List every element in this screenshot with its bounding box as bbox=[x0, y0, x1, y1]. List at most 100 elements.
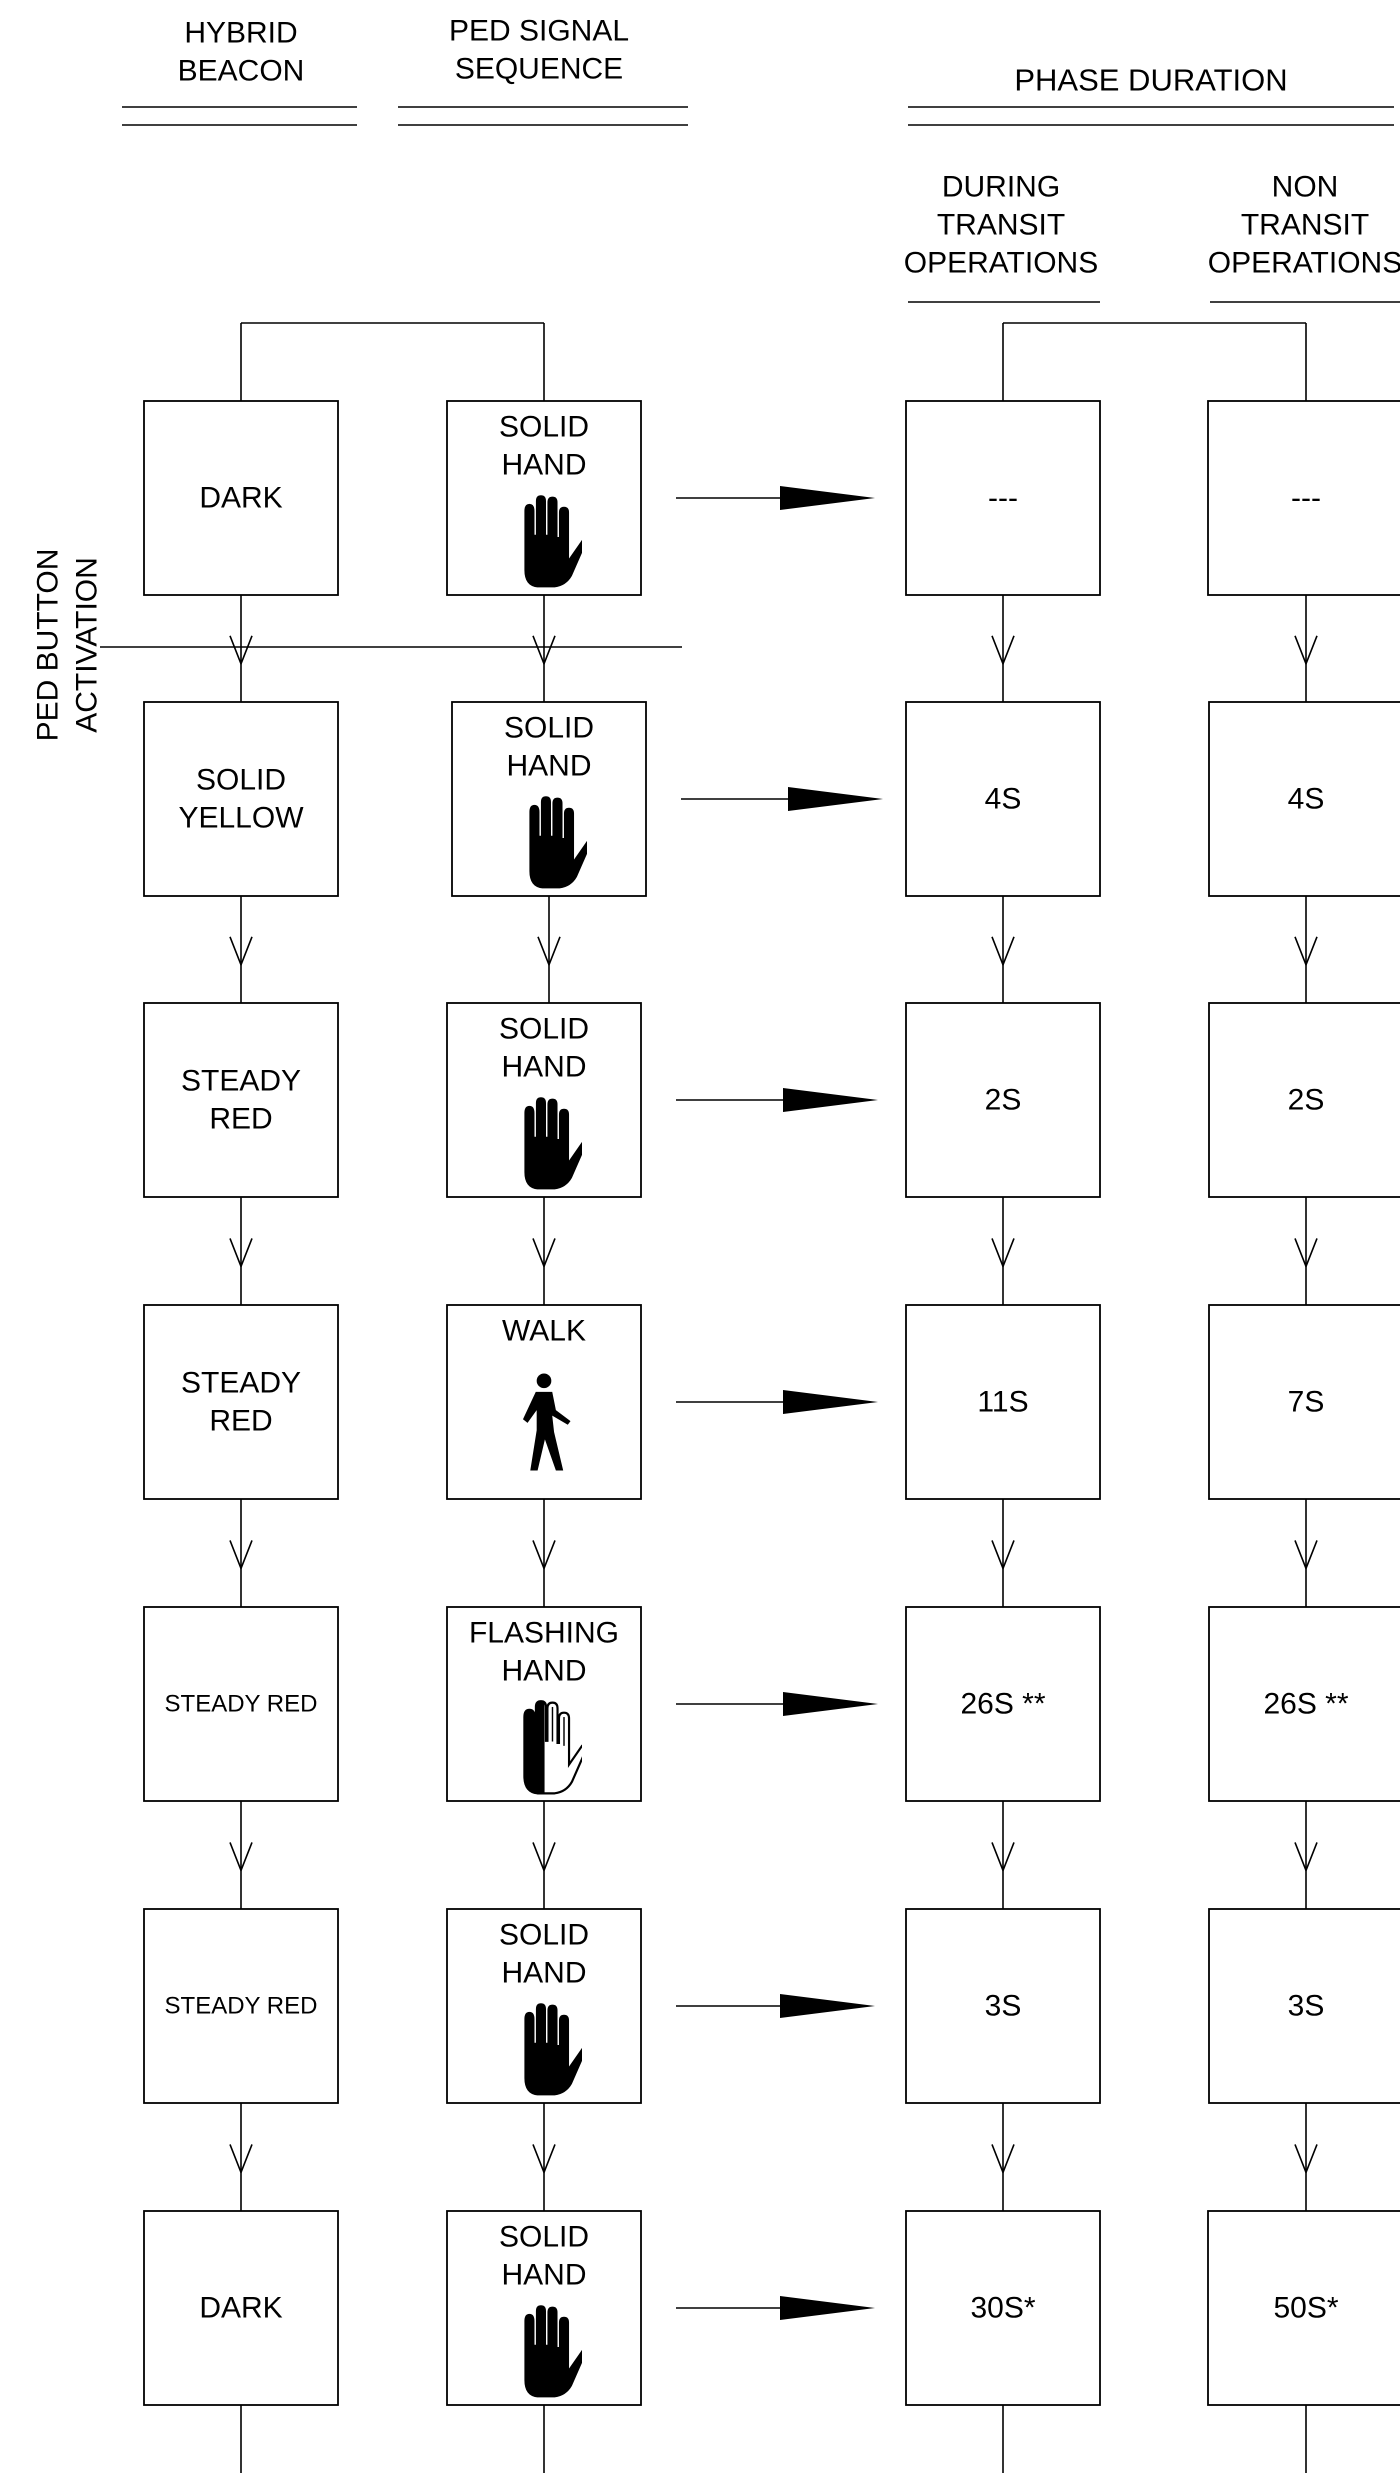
flow-arrow bbox=[991, 1540, 1015, 1571]
flow-arrow bbox=[229, 1238, 253, 1269]
flow-arrow bbox=[1294, 2144, 1318, 2175]
header-during-transit: DURING bbox=[942, 171, 1060, 204]
beacon-state-box bbox=[143, 1002, 339, 1198]
transit-duration-box bbox=[905, 2210, 1101, 2406]
beacon-state-box bbox=[143, 701, 339, 897]
flow-arrow bbox=[532, 635, 556, 667]
transit-duration-box bbox=[905, 701, 1101, 897]
flow-arrow bbox=[1294, 936, 1318, 968]
beacon-state-label: STEADY RED bbox=[165, 1993, 318, 2020]
ped-signal-label: WALK bbox=[502, 1315, 586, 1348]
phase-arrow bbox=[788, 787, 883, 811]
header-hybrid-beacon: HYBRID bbox=[184, 17, 297, 50]
transit-duration-box bbox=[905, 1002, 1101, 1198]
flow-arrow bbox=[229, 635, 253, 667]
flow-arrow bbox=[1294, 1540, 1318, 1571]
signal-boxes bbox=[143, 400, 1400, 2406]
non-transit-duration-value: 50S* bbox=[1273, 2292, 1338, 2325]
beacon-state-label: STEADY bbox=[181, 1367, 301, 1400]
non-transit-duration-value: 2S bbox=[1288, 1084, 1325, 1117]
non-transit-duration-value: 3S bbox=[1288, 1990, 1325, 2023]
ped-signal-label: SOLID bbox=[499, 2221, 589, 2254]
beacon-state-box bbox=[143, 1908, 339, 2104]
non-transit-duration-value: 26S ** bbox=[1263, 1688, 1348, 1721]
transit-duration-value: 4S bbox=[985, 783, 1022, 816]
header-during-transit: TRANSIT bbox=[937, 209, 1065, 242]
non-transit-duration-box bbox=[1208, 1304, 1400, 1500]
phase-arrow bbox=[783, 1390, 878, 1414]
beacon-state-box bbox=[143, 2210, 339, 2406]
header-during-transit: OPERATIONS bbox=[904, 247, 1098, 280]
beacon-state-label: YELLOW bbox=[178, 802, 304, 835]
non-transit-duration-box bbox=[1207, 400, 1400, 596]
non-transit-duration-box bbox=[1208, 1002, 1400, 1198]
header-ped-signal-sequence: PED SIGNAL bbox=[449, 15, 629, 48]
flow-arrow bbox=[991, 1238, 1015, 1269]
flow-arrow bbox=[229, 936, 253, 968]
non-transit-duration-value: 7S bbox=[1288, 1386, 1325, 1419]
beacon-state-box bbox=[143, 400, 339, 596]
flow-arrow bbox=[532, 1540, 556, 1571]
beacon-state-label: SOLID bbox=[196, 764, 286, 797]
ped-signal-label: SOLID bbox=[499, 1013, 589, 1046]
non-transit-duration-value: 4S bbox=[1288, 783, 1325, 816]
transit-duration-box bbox=[905, 1304, 1101, 1500]
transit-duration-value: --- bbox=[988, 482, 1018, 515]
beacon-state-label: STEADY bbox=[181, 1065, 301, 1098]
transit-duration-box bbox=[905, 1908, 1101, 2104]
phase-arrow bbox=[783, 1088, 878, 1112]
ped-signal-label: SOLID bbox=[504, 712, 594, 745]
transit-duration-box bbox=[905, 400, 1101, 596]
non-transit-duration-box bbox=[1207, 2210, 1400, 2406]
transit-duration-value: 2S bbox=[985, 1084, 1022, 1117]
ped-signal-label: HAND bbox=[501, 1957, 586, 1990]
beacon-state-box bbox=[143, 1606, 339, 1802]
transit-duration-box bbox=[905, 1606, 1101, 1802]
beacon-state-label: RED bbox=[209, 1103, 272, 1136]
transit-duration-value: 30S* bbox=[970, 2292, 1035, 2325]
ped-signal-label: HAND bbox=[501, 1051, 586, 1084]
phase-arrow bbox=[780, 2296, 875, 2320]
beacon-state-label: STEADY RED bbox=[165, 1691, 318, 1718]
flow-arrow bbox=[991, 1842, 1015, 1873]
flow-arrow bbox=[532, 1238, 556, 1269]
ped-signal-label: HAND bbox=[501, 1655, 586, 1688]
header-hybrid-beacon: BEACON bbox=[178, 55, 305, 88]
flow-arrow bbox=[1294, 1238, 1318, 1269]
transit-duration-value: 11S bbox=[977, 1386, 1028, 1419]
flow-arrow bbox=[537, 936, 561, 968]
beacon-state-box bbox=[143, 1304, 339, 1500]
header-non-transit: OPERATIONS bbox=[1208, 247, 1400, 280]
non-transit-duration-box bbox=[1208, 1606, 1400, 1802]
flow-arrow bbox=[532, 1842, 556, 1873]
connector-lines bbox=[100, 106, 1400, 2473]
ped-button-activation-label: PED BUTTON bbox=[32, 549, 65, 742]
header-phase-duration: PHASE DURATION bbox=[1014, 63, 1287, 98]
ped-signal-label: HAND bbox=[501, 2259, 586, 2292]
flow-arrow bbox=[229, 2144, 253, 2175]
flow-arrow bbox=[229, 1540, 253, 1571]
phase-arrow bbox=[780, 486, 875, 510]
ped-signal-label: HAND bbox=[506, 750, 591, 783]
transit-duration-value: 26S ** bbox=[960, 1688, 1045, 1721]
non-transit-duration-value: --- bbox=[1291, 482, 1321, 515]
ped-signal-label: SOLID bbox=[499, 1919, 589, 1952]
flow-arrow bbox=[1294, 1842, 1318, 1873]
ped-signal-label: FLASHING bbox=[469, 1617, 619, 1650]
non-transit-duration-box bbox=[1208, 701, 1400, 897]
transit-duration-value: 3S bbox=[985, 1990, 1022, 2023]
ped-signal-label: SOLID bbox=[499, 411, 589, 444]
beacon-state-label: DARK bbox=[199, 482, 282, 515]
beacon-state-label: RED bbox=[209, 1405, 272, 1438]
header-non-transit: NON bbox=[1272, 171, 1339, 204]
header-ped-signal-sequence: SEQUENCE bbox=[455, 53, 623, 86]
flow-arrow bbox=[1294, 635, 1318, 667]
flow-arrow bbox=[991, 635, 1015, 667]
flow-arrow bbox=[991, 2144, 1015, 2175]
ped-signal-label: HAND bbox=[501, 449, 586, 482]
phase-arrow bbox=[780, 1994, 875, 2018]
ped-button-activation-label: ACTIVATION bbox=[71, 557, 104, 733]
phase-arrow bbox=[783, 1692, 878, 1716]
flow-arrow bbox=[229, 1842, 253, 1873]
